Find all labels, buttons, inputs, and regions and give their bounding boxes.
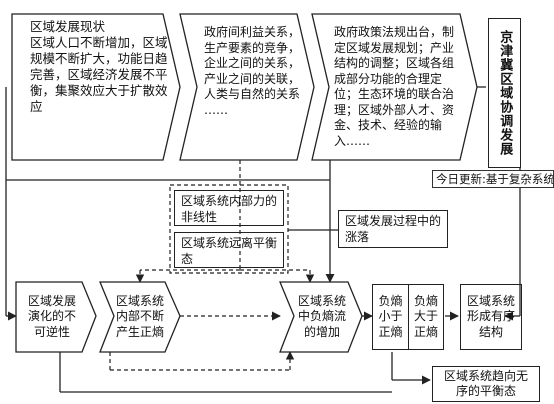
far-from-equilibrium-box: 区域系统远离平衡态 [174, 232, 284, 268]
positive-entropy-arrow-shape [99, 281, 181, 353]
fluctuation-box: 区域发展过程中的涨落 [338, 210, 448, 248]
neg-lt-pos-cell: 负熵小于正熵 [373, 285, 409, 349]
ordered-structure-box: 区域系统形成有序结构 [460, 284, 522, 350]
interests-arrow-shape [179, 13, 315, 161]
update-banner[interactable]: 今日更新:基于复杂系统 [432, 170, 554, 188]
irreversibility-box: 区域发展演化的不可逆性 [27, 293, 76, 339]
interests-box: 政府间利益关系，生产要素的竞争，企业之间的关系，产业之间的关联，人类与自然的关系… [204, 25, 301, 117]
status-box: 区域发展现状 区域人口不断增加，区域规模不断扩大，功能日趋完善，区域经济发展不平… [30, 19, 168, 114]
disordered-equilibrium-box: 区域系统趋向无序的平衡态 [432, 366, 540, 402]
positive-entropy-box: 区域系统内部不断产生正熵 [116, 293, 165, 339]
negative-entropy-arrow-shape [279, 281, 363, 353]
entropy-comparison-box: 负熵小于正熵 负熵大于正熵 [372, 284, 444, 350]
policy-box: 政府政策法规出台，制定区域发展规划；产业结构的调整；区域各组成部分功能的合理定位… [334, 25, 455, 148]
neg-gt-pos-cell: 负熵大于正熵 [413, 293, 438, 339]
middle-dashed-group [169, 184, 289, 274]
irreversibility-arrow-shape [15, 281, 97, 353]
coordination-box: 京津冀区域协调发展 [488, 18, 521, 168]
status-arrow-shape [11, 13, 181, 161]
negative-entropy-flow-box: 区域系统中负熵流的增加 [298, 293, 347, 339]
policy-arrow-shape [311, 13, 478, 161]
nonlinear-box: 区域系统内部力的非线性 [174, 190, 284, 226]
